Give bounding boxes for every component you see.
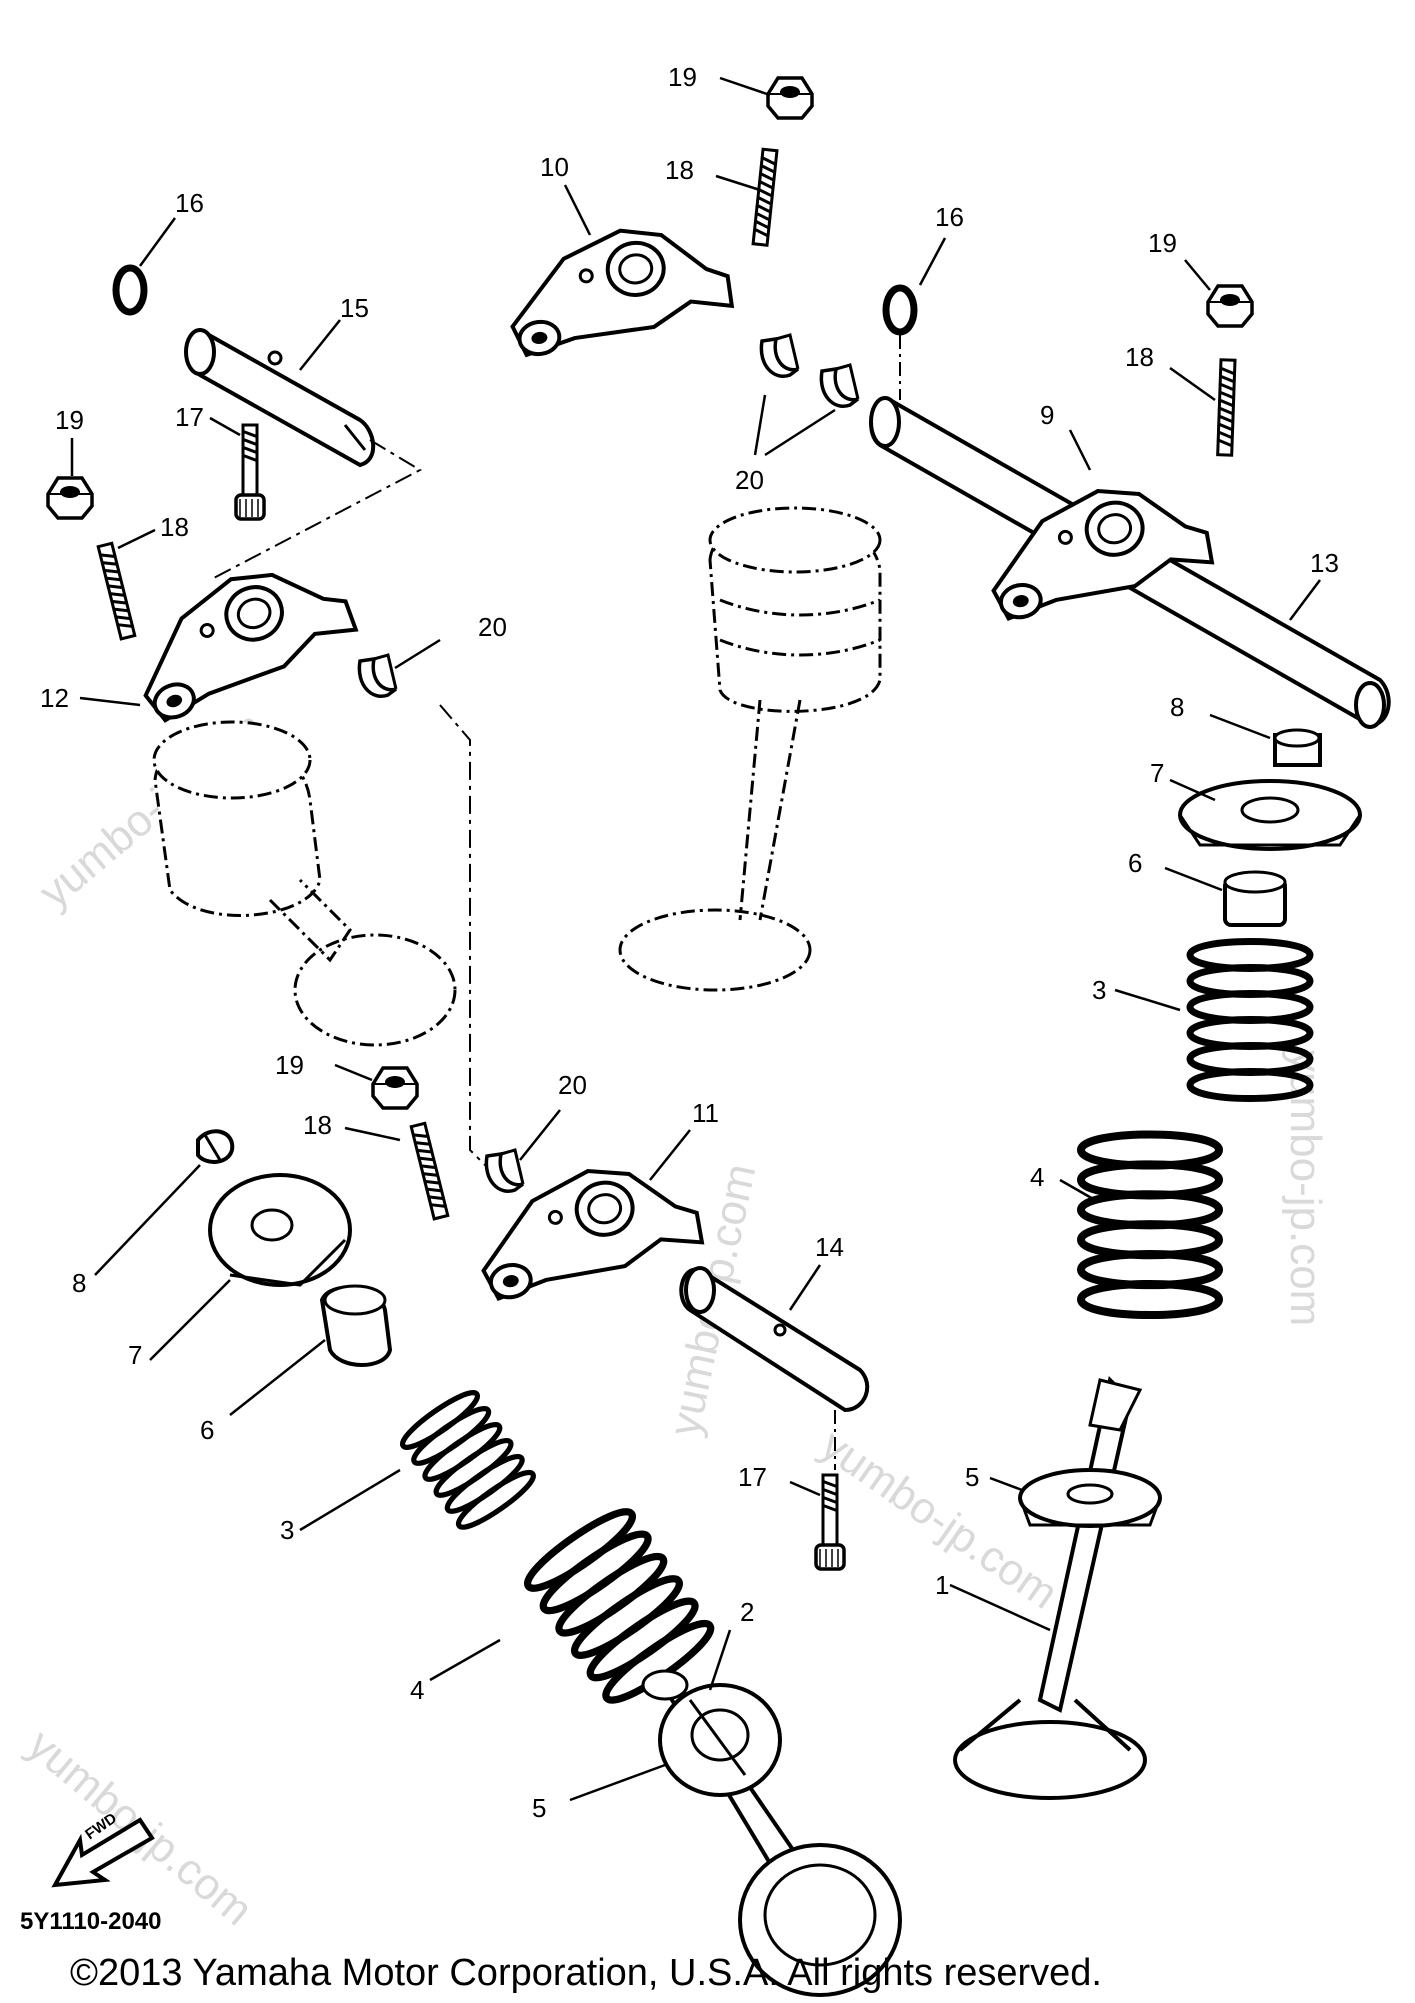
part-code-label: 5Y1110-2040 [20,1908,162,1935]
nut-part [1206,284,1254,328]
callout-6: 6 [200,1415,215,1445]
callout-13: 13 [1310,548,1339,578]
callout-5: 5 [965,1462,980,1492]
callout-8: 8 [72,1268,87,1298]
callout-4: 4 [410,1675,425,1705]
callout-16: 16 [935,202,964,232]
nut-part [46,476,94,520]
bolt-part [234,423,266,521]
adjusting-screw-part [1215,358,1238,457]
inner-spring-part [1190,942,1310,1099]
callout-3: 3 [280,1515,295,1545]
adjusting-screw-part [95,541,138,641]
callout-18: 18 [665,155,694,185]
cotter-part [1273,728,1322,767]
oil-seal-part [319,1284,393,1367]
adjusting-screw-part [750,147,780,247]
bushing-part [357,653,398,699]
callout-20: 20 [558,1070,587,1100]
callout-1: 1 [935,1570,950,1600]
callout-9: 9 [1040,400,1055,430]
cotter-part [196,1129,235,1164]
callout-17: 17 [175,402,204,432]
callout-18: 18 [160,512,189,542]
callout-14: 14 [815,1232,844,1262]
callout-6: 6 [1128,848,1143,878]
callout-4: 4 [1030,1162,1045,1192]
valve-part [953,1375,1147,1800]
bolt-part [814,1473,846,1571]
adjusting-screw-part [408,1121,451,1221]
callout-12: 12 [40,683,69,713]
callout-15: 15 [340,293,369,323]
o-ring-part [886,288,914,332]
rocker-arm-part [499,214,737,360]
callout-7: 7 [1150,758,1165,788]
bushing-part [819,363,860,409]
bushing-part [759,333,800,379]
callout-7: 7 [128,1340,143,1370]
inner-spring-part [397,1386,538,1534]
nut-part [371,1066,419,1110]
valve-ghost-center [618,506,882,992]
callout-19: 19 [668,62,697,92]
oil-seal-part [1223,870,1287,927]
retainer-part [208,1173,352,1287]
spring-seat-part [1018,1468,1162,1528]
rocker-arm-part [116,543,365,727]
callout-10: 10 [540,152,569,182]
retainer-part [1178,779,1362,851]
callout-2: 2 [740,1597,755,1627]
outer-spring-part [1081,1134,1219,1315]
spring-seat-part [658,1683,782,1797]
callout-18: 18 [1125,342,1154,372]
callout-3: 3 [1092,975,1107,1005]
callout-11: 11 [692,1098,719,1128]
o-ring-part [116,268,144,312]
callout-18: 18 [303,1110,332,1140]
copyright-notice: ©2013 Yamaha Motor Corporation, U.S.A. A… [70,1952,1102,1994]
callout-20: 20 [478,612,507,642]
rocker-shaft-part [184,327,376,468]
bushing-part [484,1148,525,1194]
valve-ghost-left [152,720,457,1047]
callout-19: 19 [55,405,84,435]
callout-8: 8 [1170,692,1185,722]
callout-19: 19 [275,1050,304,1080]
callout-19: 19 [1148,228,1177,258]
fwd-arrow-icon [51,1817,155,1888]
rocker-shaft-part [679,1266,870,1413]
outer-spring-part [520,1502,718,1709]
callout-20: 20 [735,465,764,495]
callout-5: 5 [532,1793,547,1823]
callout-17: 17 [738,1462,767,1492]
nut-part [766,76,814,120]
callout-16: 16 [175,188,204,218]
